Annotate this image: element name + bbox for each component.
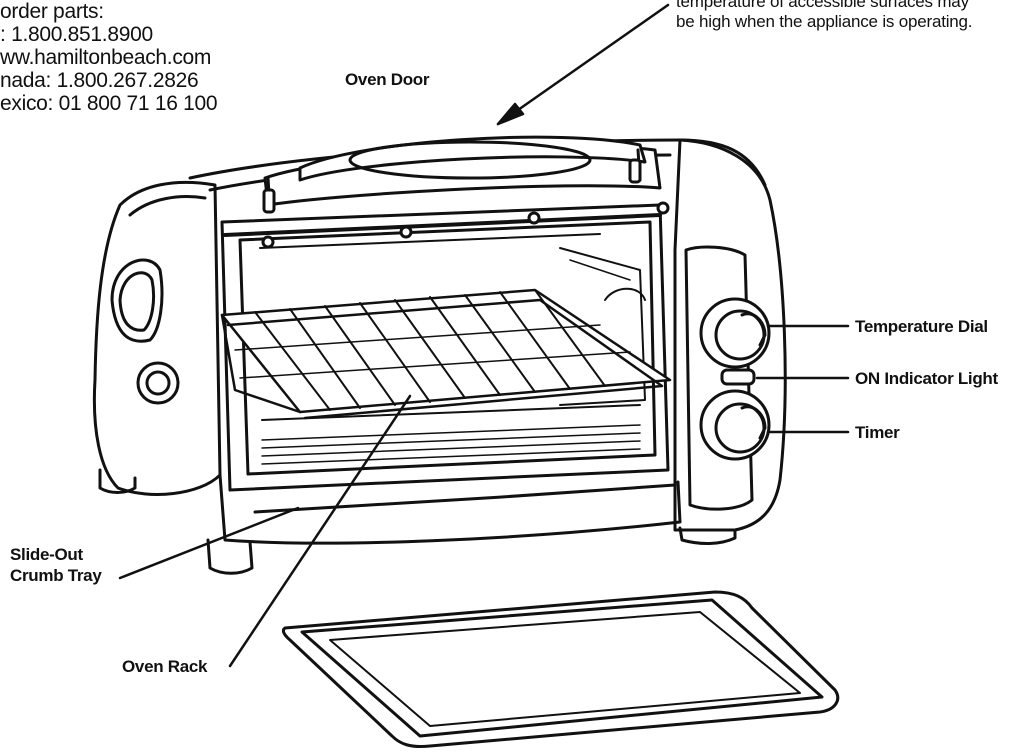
label-crumb-tray-line1: Slide-Out: [10, 545, 83, 564]
leader-oven-rack: [228, 394, 412, 668]
warning-line-1: temperature of accessible surfaces may: [676, 0, 969, 11]
baking-pan: [281, 590, 840, 748]
label-oven-door: Oven Door: [345, 70, 430, 89]
temperature-dial: [699, 297, 771, 369]
order-parts-line: exico: 01 800 71 16 100: [0, 92, 218, 115]
label-timer: Timer: [855, 423, 900, 442]
order-parts-line: order parts:: [0, 0, 104, 23]
oven-door: [262, 135, 662, 214]
order-parts-line: nada: 1.800.267.2826: [0, 69, 199, 92]
leader-crumb-tray: [118, 506, 300, 580]
label-temperature-dial: Temperature Dial: [855, 317, 988, 336]
order-parts-info: order parts: : 1.800.851.8900 ww.hamilto…: [0, 0, 218, 115]
leader-warning-arrow: [496, 3, 670, 126]
timer-dial: [699, 389, 771, 461]
leader-lines: [118, 3, 850, 668]
label-oven-rack: Oven Rack: [122, 657, 208, 676]
label-on-indicator-light: ON Indicator Light: [855, 369, 998, 388]
order-parts-line: ww.hamiltonbeach.com: [0, 46, 212, 69]
arrowhead: [496, 102, 525, 126]
oven-rack: [220, 288, 672, 420]
warning-line-2: be high when the appliance is operating.: [676, 12, 973, 31]
order-parts-line: : 1.800.851.8900: [0, 23, 153, 46]
label-crumb-tray-line2: Crumb Tray: [10, 566, 102, 585]
on-indicator-light: [720, 368, 756, 386]
